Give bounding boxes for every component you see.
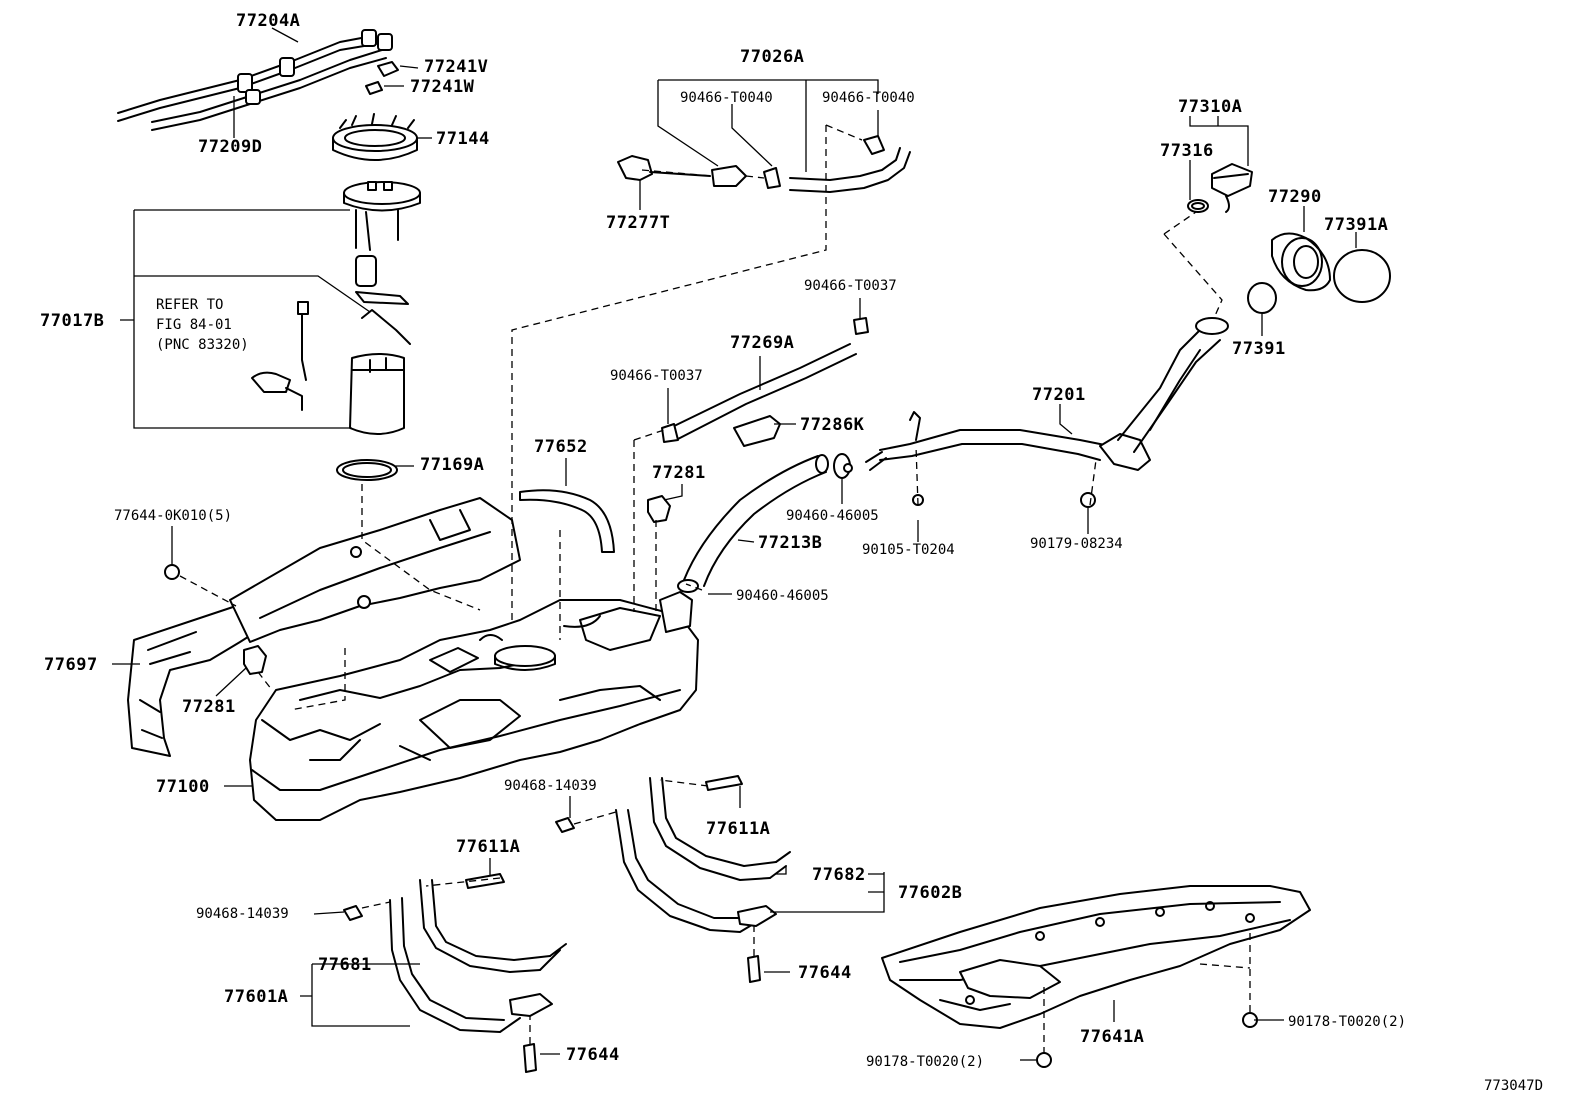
tank-protector-strip-drawing [519, 489, 615, 553]
part-label-77213B[interactable]: 77213B [758, 533, 822, 553]
part-label-77100[interactable]: 77100 [156, 777, 210, 797]
part-label-77290[interactable]: 77290 [1268, 187, 1322, 207]
part-label-77286K[interactable]: 77286K [800, 415, 865, 435]
part-label-77697[interactable]: 77697 [44, 655, 98, 675]
part-label-77652[interactable]: 77652 [534, 437, 588, 457]
part-label-77641A[interactable]: 77641A [1080, 1027, 1144, 1047]
vent-hose-drawing [617, 135, 911, 193]
part-label-77144[interactable]: 77144 [436, 129, 490, 149]
part-label-77026A[interactable]: 77026A [740, 47, 804, 67]
fuel-cap-drawing [1187, 163, 1253, 213]
part-label-77611A-right[interactable]: 77611A [706, 819, 770, 839]
part-label-77204A[interactable]: 77204A [236, 11, 300, 31]
filler-pipe-drawing [865, 317, 1229, 471]
part-label-90466-T0037-a[interactable]: 90466-T0037 [804, 278, 897, 294]
leader-lines [112, 27, 1357, 1061]
part-label-90178-T0020-right[interactable]: 90178-T0020(2) [1288, 1014, 1406, 1030]
diagram-code: 773047D [1484, 1078, 1543, 1094]
fuel-tank-drawing [249, 591, 699, 821]
part-label-77281-left[interactable]: 77281 [182, 697, 236, 717]
part-label-90460-46005-b[interactable]: 90460-46005 [736, 588, 829, 604]
vent-tube-drawing [661, 317, 869, 443]
part-label-77682[interactable]: 77682 [812, 865, 866, 885]
fuel-tube-drawing [117, 29, 393, 131]
part-label-77209D[interactable]: 77209D [198, 137, 262, 157]
fuel-tube-clips-drawing [365, 61, 399, 95]
refer-note-line-3: (PNC 83320) [156, 337, 249, 353]
filler-neck-drawing [1247, 232, 1391, 314]
clamp-drawing [243, 495, 671, 675]
part-number-labels: 77204A 77241V 77241W 77209D 77144 77017B… [40, 11, 1543, 1094]
part-label-77169A[interactable]: 77169A [420, 455, 484, 475]
refer-note-line-1: REFER TO [156, 297, 223, 313]
part-label-77611A-left[interactable]: 77611A [456, 837, 520, 857]
part-label-77281-mid[interactable]: 77281 [652, 463, 706, 483]
part-label-77681[interactable]: 77681 [318, 955, 372, 975]
part-label-90178-T0020-left[interactable]: 90178-T0020(2) [866, 1054, 984, 1070]
part-label-77644-right[interactable]: 77644 [798, 963, 852, 983]
part-label-77201[interactable]: 77201 [1032, 385, 1086, 405]
part-label-90466-T0040-a[interactable]: 90466-T0040 [680, 90, 773, 106]
part-label-77277T[interactable]: 77277T [606, 213, 670, 233]
assembly-dashed-lines [179, 124, 1251, 1054]
fuel-pump-assy-drawing [251, 181, 421, 435]
bolt-drawing [465, 775, 761, 1073]
part-label-77241W[interactable]: 77241W [410, 77, 475, 97]
lock-ring-drawing [332, 113, 418, 161]
protector-drawing [127, 497, 521, 757]
part-label-77391A[interactable]: 77391A [1324, 215, 1388, 235]
hose-clip-drawing [733, 415, 781, 447]
tank-strap-drawing [389, 777, 791, 1033]
part-label-77269A[interactable]: 77269A [730, 333, 794, 353]
refer-note-line-2: FIG 84-01 [156, 317, 232, 333]
plate-washer-drawing [343, 817, 575, 921]
part-label-90468-14039-a[interactable]: 90468-14039 [504, 778, 597, 794]
gasket-drawing [336, 459, 398, 481]
part-label-90460-46005-a[interactable]: 90460-46005 [786, 508, 879, 524]
part-label-77316[interactable]: 77316 [1160, 141, 1214, 161]
part-label-77644-left[interactable]: 77644 [566, 1045, 620, 1065]
part-label-90179-08234[interactable]: 90179-08234 [1030, 536, 1123, 552]
part-label-77644-0K010[interactable]: 77644-0K010(5) [114, 508, 232, 524]
part-label-90468-14039-b[interactable]: 90468-14039 [196, 906, 289, 922]
part-label-90466-T0040-b[interactable]: 90466-T0040 [822, 90, 915, 106]
fuel-tank-protector-drawing [881, 885, 1311, 1029]
part-label-90466-T0037-b[interactable]: 90466-T0037 [610, 368, 703, 384]
part-label-77391[interactable]: 77391 [1232, 339, 1286, 359]
part-label-77241V[interactable]: 77241V [424, 57, 488, 77]
part-label-77310A[interactable]: 77310A [1178, 97, 1242, 117]
part-label-77017B[interactable]: 77017B [40, 311, 104, 331]
part-label-90105-T0204[interactable]: 90105-T0204 [862, 542, 955, 558]
part-label-77601A[interactable]: 77601A [224, 987, 288, 1007]
part-label-77602B[interactable]: 77602B [898, 883, 962, 903]
